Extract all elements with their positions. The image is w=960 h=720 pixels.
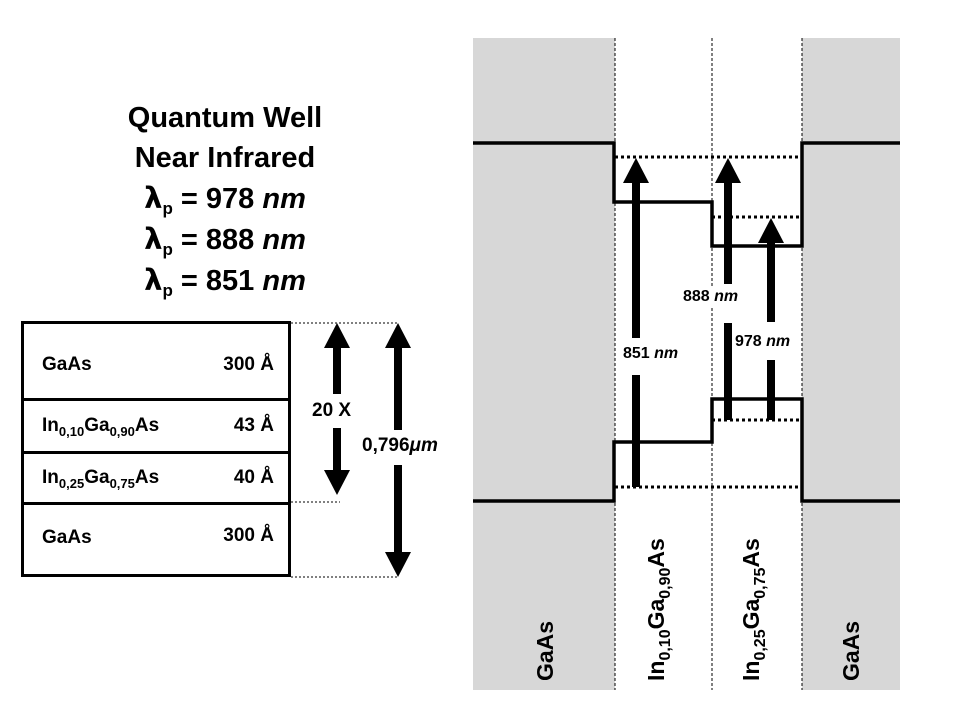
total-thickness-label: 0,796μm bbox=[362, 435, 438, 457]
formula-element: As bbox=[738, 538, 764, 568]
formula-subscript: 0,75 bbox=[109, 476, 135, 491]
formula-element: GaAs bbox=[838, 620, 864, 681]
lambda-subscript: p bbox=[162, 240, 173, 259]
formula-element: Ga bbox=[643, 598, 669, 630]
layer-name: GaAs bbox=[42, 354, 92, 376]
formula-subscript: 0,90 bbox=[109, 424, 135, 439]
formula-subscript: 0,10 bbox=[58, 424, 85, 439]
layer-stack-table: GaAs 300 Å In0,10Ga0,90As 43 Å In0,25Ga0… bbox=[21, 321, 291, 577]
wavelength-unit: nm bbox=[262, 183, 306, 215]
region-label-gaas-left: GaAs bbox=[532, 621, 559, 681]
layer-name: GaAs bbox=[42, 527, 92, 549]
wavelength-value: = 851 bbox=[172, 265, 263, 297]
wavelength-line: λp = 978 nm bbox=[95, 178, 355, 219]
formula-element: Ga bbox=[84, 467, 110, 488]
wavelength-unit: nm bbox=[262, 265, 306, 297]
wavelength-value: = 888 bbox=[172, 224, 263, 256]
formula-element: GaAs bbox=[42, 527, 92, 548]
formula-element: Ga bbox=[738, 598, 764, 630]
repeat-label: 20 X bbox=[312, 400, 352, 422]
layer-row: In0,10Ga0,90As 43 Å bbox=[24, 398, 288, 452]
formula-element: In bbox=[42, 415, 59, 436]
lambda-symbol: λ bbox=[144, 181, 163, 215]
formula-element: In bbox=[42, 467, 59, 488]
wavelength-value: = 978 bbox=[172, 183, 263, 215]
layer-thickness: 300 Å bbox=[223, 354, 274, 375]
formula-subscript: 0,25 bbox=[58, 476, 85, 491]
valence-band-edge bbox=[473, 397, 900, 503]
formula-subscript: 0,10 bbox=[657, 629, 674, 661]
wavelength-unit: nm bbox=[262, 224, 306, 256]
conduction-band-edge bbox=[473, 141, 900, 248]
formula-subscript: 0,75 bbox=[752, 567, 769, 599]
layer-thickness: 300 Å bbox=[223, 525, 274, 546]
layer-name: In0,10Ga0,90As bbox=[42, 415, 160, 439]
region-label-ingaas-010: In0,10Ga0,90As bbox=[643, 538, 674, 681]
lambda-subscript: p bbox=[162, 199, 173, 218]
transition-arrow-888 bbox=[715, 158, 741, 420]
total-dimension-arrow bbox=[385, 323, 411, 577]
formula-element: As bbox=[134, 467, 160, 488]
lambda-subscript: p bbox=[162, 281, 173, 300]
title-line-2: Near Infrared bbox=[134, 142, 316, 174]
layer-thickness: 43 Å bbox=[233, 415, 274, 436]
region-label-gaas-right: GaAs bbox=[838, 621, 865, 681]
transition-label-978: 978 nm bbox=[733, 333, 793, 351]
layer-thickness: 40 Å bbox=[233, 467, 274, 488]
layer-name: In0,25Ga0,75As bbox=[42, 467, 160, 491]
wavelength-line: λp = 888 nm bbox=[95, 219, 355, 260]
formula-subscript: 0,25 bbox=[752, 629, 769, 661]
layer-row: GaAs 300 Å bbox=[24, 324, 288, 399]
formula-element: As bbox=[134, 415, 160, 436]
barrier-left-region bbox=[473, 38, 615, 690]
title-block: Quantum Well Near Infrared λp = 978 nm λ… bbox=[95, 98, 355, 301]
layer-row: GaAs 300 Å bbox=[24, 502, 288, 574]
formula-subscript: 0,90 bbox=[657, 567, 674, 599]
region-label-ingaas-025: In0,25Ga0,75As bbox=[738, 538, 769, 681]
formula-element: GaAs bbox=[42, 354, 92, 375]
lambda-symbol: λ bbox=[144, 222, 163, 256]
transition-arrow-978 bbox=[758, 218, 784, 420]
repeat-dimension-arrow bbox=[324, 323, 350, 495]
barrier-right-region bbox=[802, 38, 900, 690]
formula-element: In bbox=[643, 660, 669, 681]
wavelength-line: λp = 851 nm bbox=[95, 260, 355, 301]
layer-row: In0,25Ga0,75As 40 Å bbox=[24, 451, 288, 504]
lambda-symbol: λ bbox=[144, 263, 163, 297]
formula-element: In bbox=[738, 660, 764, 681]
formula-element: GaAs bbox=[532, 620, 558, 681]
transition-label-851: 851 nm bbox=[621, 345, 681, 363]
formula-element: As bbox=[643, 538, 669, 568]
transition-arrow-851 bbox=[623, 158, 649, 487]
title-line-1: Quantum Well bbox=[127, 102, 323, 134]
formula-element: Ga bbox=[84, 415, 110, 436]
transition-label-888: 888 nm bbox=[681, 288, 741, 306]
